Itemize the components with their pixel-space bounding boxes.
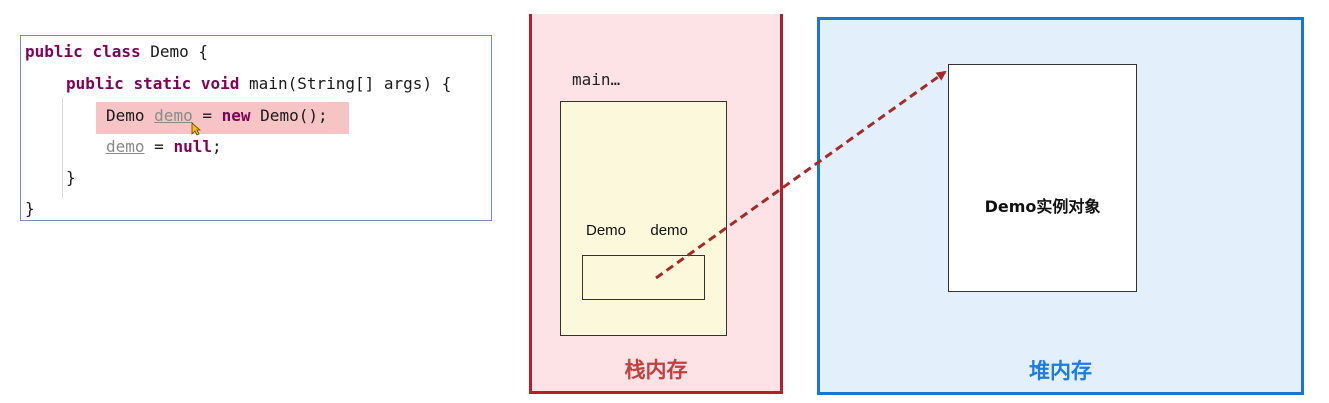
code-line-1: public class Demo { [25,41,208,63]
heap-object: Demo实例对象 [948,64,1137,292]
keyword-void: void [200,74,240,93]
variable-demo: demo [154,106,193,125]
code-editor-panel: public class Demo { public static void m… [20,35,492,221]
indent-guide [62,98,63,198]
highlighted-line [96,102,349,134]
heap-memory-title: 堆内存 [1029,359,1092,383]
local-variable-declaration: Demo demo [586,222,688,239]
code-line-5: } [66,168,76,187]
assign-operator: = [154,137,164,156]
class-name: Demo { [150,42,209,61]
heap-object-label: Demo实例对象 [984,197,1101,216]
mouse-cursor-icon [191,122,201,136]
assign-operator: = [202,106,212,125]
stack-memory-region: main… Demo demo 栈内存 [529,14,783,394]
code-line-3: Demo demo = new Demo(); [106,105,328,127]
stack-memory-title: 栈内存 [624,358,688,382]
code-line-4: demo = null; [106,136,222,158]
keyword-new: new [221,106,251,125]
constructor-call: Demo(); [260,106,328,125]
code-line-2: public static void main(String[] args) { [66,73,451,95]
method-signature: main(String[] args) { [249,74,452,93]
keyword-public: public [66,74,124,93]
keyword-null: null [173,137,212,156]
stack-frame-main: Demo demo [560,101,727,336]
variable-demo: demo [106,137,145,156]
type-name: Demo [106,106,145,125]
semicolon: ; [211,137,222,156]
heap-memory-region: Demo实例对象 堆内存 [817,17,1304,395]
keyword-class: class [92,42,141,61]
keyword-static: static [133,74,192,93]
stack-frame-label: main… [572,70,621,89]
reference-slot [582,255,705,300]
keyword-public: public [25,42,83,61]
code-line-6: } [25,199,35,218]
